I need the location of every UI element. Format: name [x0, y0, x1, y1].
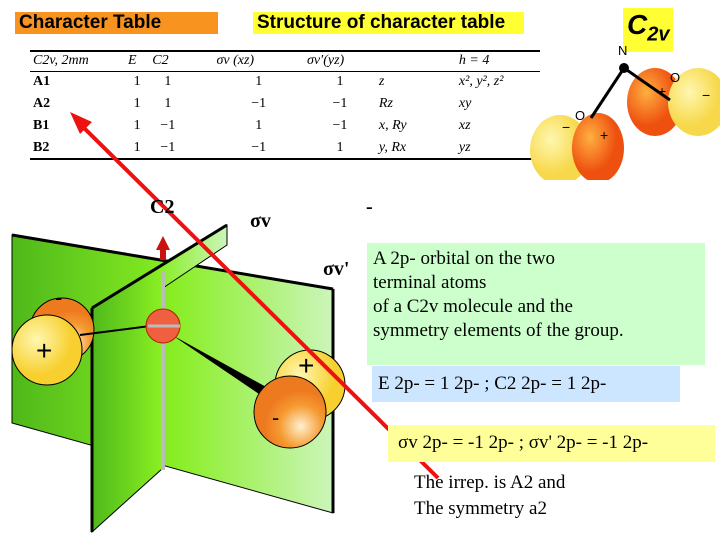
table-row: A1 1 1 1 1 z x², y², z² — [30, 71, 540, 93]
table-cell: 1 — [255, 74, 263, 90]
sigma-v-prime-label: σv' — [323, 258, 350, 280]
table-cell: 1 — [133, 118, 141, 133]
character-table-heading: Character Table — [15, 12, 218, 34]
orbital-lobe — [253, 375, 327, 449]
table-cell: −1 — [251, 139, 267, 155]
c2-arrow-icon — [156, 236, 170, 250]
table-cell: B2 — [33, 139, 50, 155]
orbital-lobe — [572, 113, 624, 180]
table-cell: xy — [458, 96, 472, 111]
table-row: B1 1 −1 1 −1 x, Ry xz — [30, 115, 540, 137]
svg-text:O: O — [575, 108, 585, 123]
table-cell: x², y², z² — [458, 74, 504, 90]
orbital-lobe — [11, 314, 83, 386]
group-heading: C2v — [623, 8, 674, 52]
table-cell: 1 — [336, 139, 344, 155]
e-c2-operations: E 2p- = 1 2p- ; C2 2p- = 1 2p- — [372, 366, 680, 402]
red-pointer-arrow — [76, 120, 440, 480]
table-cell: 1 — [164, 96, 172, 111]
no2-molecule-orbitals: N O O − + + − — [530, 43, 720, 180]
table-cell: 1 — [255, 118, 263, 133]
table-cell: y, Rx — [378, 139, 407, 155]
table-cell: Rz — [378, 96, 393, 111]
table-cell: 1 — [336, 74, 344, 90]
svg-text:O: O — [670, 70, 680, 85]
sigma-v-label: σv — [250, 210, 271, 232]
table-row: B2 1 −1 −1 1 y, Rx yz — [30, 137, 540, 159]
orbital-lobe — [668, 68, 720, 136]
svg-text:N: N — [618, 43, 627, 58]
svg-text:-: - — [272, 405, 279, 430]
table-cell: −1 — [332, 118, 348, 133]
table-cell: B1 — [33, 118, 50, 133]
table-cell: xz — [458, 118, 471, 133]
svg-text:-: - — [55, 285, 62, 310]
arrowhead-icon — [70, 112, 92, 134]
orbital-lobe — [627, 68, 683, 136]
svg-text:−: − — [702, 87, 710, 103]
structure-heading: Structure of character table — [253, 12, 524, 34]
svg-text:−: − — [562, 119, 570, 135]
table-cell: 1 — [164, 74, 172, 90]
table-cell: −1 — [160, 139, 176, 155]
svg-text:+: + — [658, 83, 666, 99]
table-cell: −1 — [332, 96, 348, 111]
table-cell: A1 — [33, 74, 51, 90]
table-row: A2 1 1 −1 −1 Rz xy — [30, 93, 540, 115]
table-cell: 1 — [133, 139, 141, 155]
svg-text:+: + — [298, 350, 314, 381]
table-cell: 1 — [133, 96, 141, 111]
svg-text:+: + — [600, 127, 608, 143]
table-cell: −1 — [251, 96, 267, 111]
table-cell: x, Ry — [378, 118, 407, 133]
table-cell: yz — [458, 139, 471, 155]
svg-text:+: + — [36, 335, 52, 366]
table-cell: −1 — [160, 118, 176, 133]
sigma-operations: σv 2p- = -1 2p- ; σv' 2p- = -1 2p- — [388, 425, 715, 462]
dash-label: - — [366, 196, 373, 218]
table-cell: z — [378, 74, 385, 90]
table-cell: A2 — [33, 96, 51, 111]
table-cell: 1 — [133, 74, 141, 90]
c2-label: C2 — [150, 196, 175, 218]
